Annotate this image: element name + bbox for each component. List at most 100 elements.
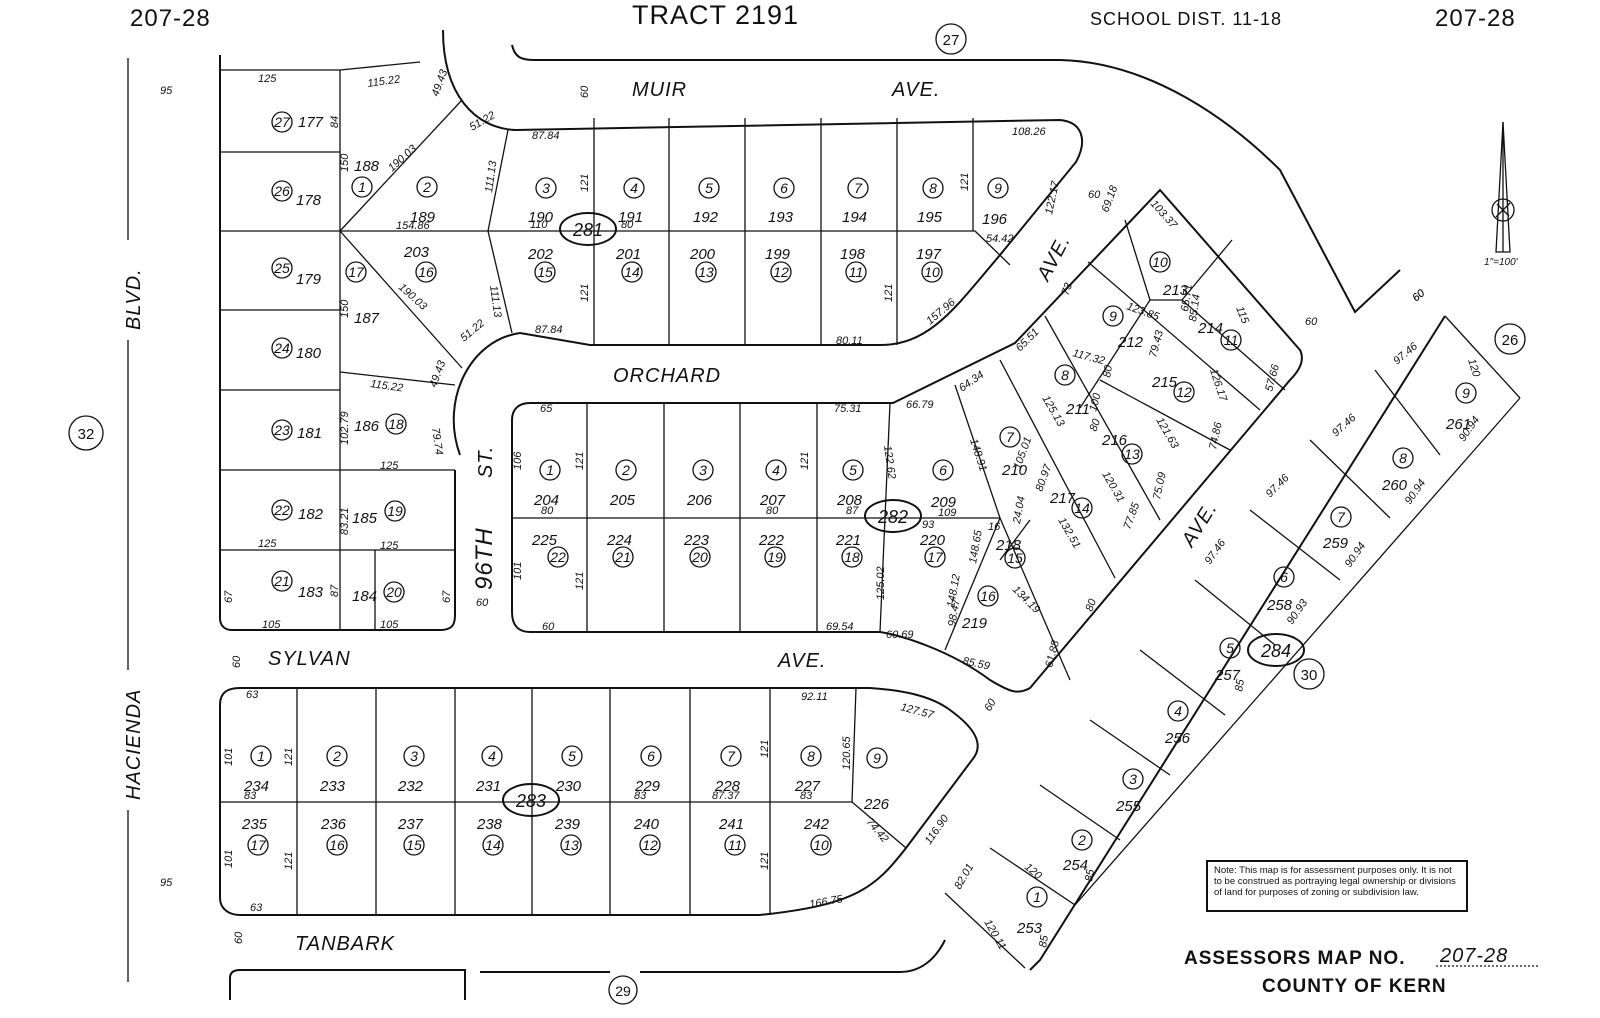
parcel-number: 182 — [298, 506, 324, 523]
assessor-map-label: ASSESSORS MAP NO. — [1184, 948, 1405, 969]
book-page-29[interactable]: 29 — [608, 975, 638, 1005]
block-281-badge[interactable]: 281 — [559, 212, 617, 246]
parcel-number: 195 — [917, 209, 943, 226]
book-page-27[interactable]: 27 — [935, 23, 967, 55]
block-282-badge[interactable]: 282 — [864, 499, 922, 533]
book-page-32[interactable]: 32 — [68, 415, 104, 451]
block-284-badge[interactable]: 284 — [1247, 633, 1305, 667]
lot-number: 7 — [1337, 509, 1346, 525]
block-283-badge[interactable]: 283 — [502, 783, 560, 817]
blvd-label: BLVD. — [123, 268, 145, 330]
lot-circle — [1149, 251, 1171, 273]
lot-number: 17 — [348, 264, 365, 280]
dimension-label: 83 — [634, 790, 647, 802]
dimension-label: 65.51 — [1014, 326, 1042, 354]
book-page-26[interactable]: 26 — [1494, 323, 1526, 355]
lot-number: 4 — [1174, 703, 1182, 719]
book-page-30[interactable]: 30 — [1293, 658, 1325, 690]
dimension-label: 93 — [922, 519, 935, 531]
parcel-number: 205 — [609, 492, 636, 509]
dimension-label: 60 — [982, 696, 999, 713]
parcel-number: 225 — [531, 532, 558, 549]
lot-circle — [271, 257, 293, 279]
dimension-label: 64.34 — [957, 369, 986, 395]
